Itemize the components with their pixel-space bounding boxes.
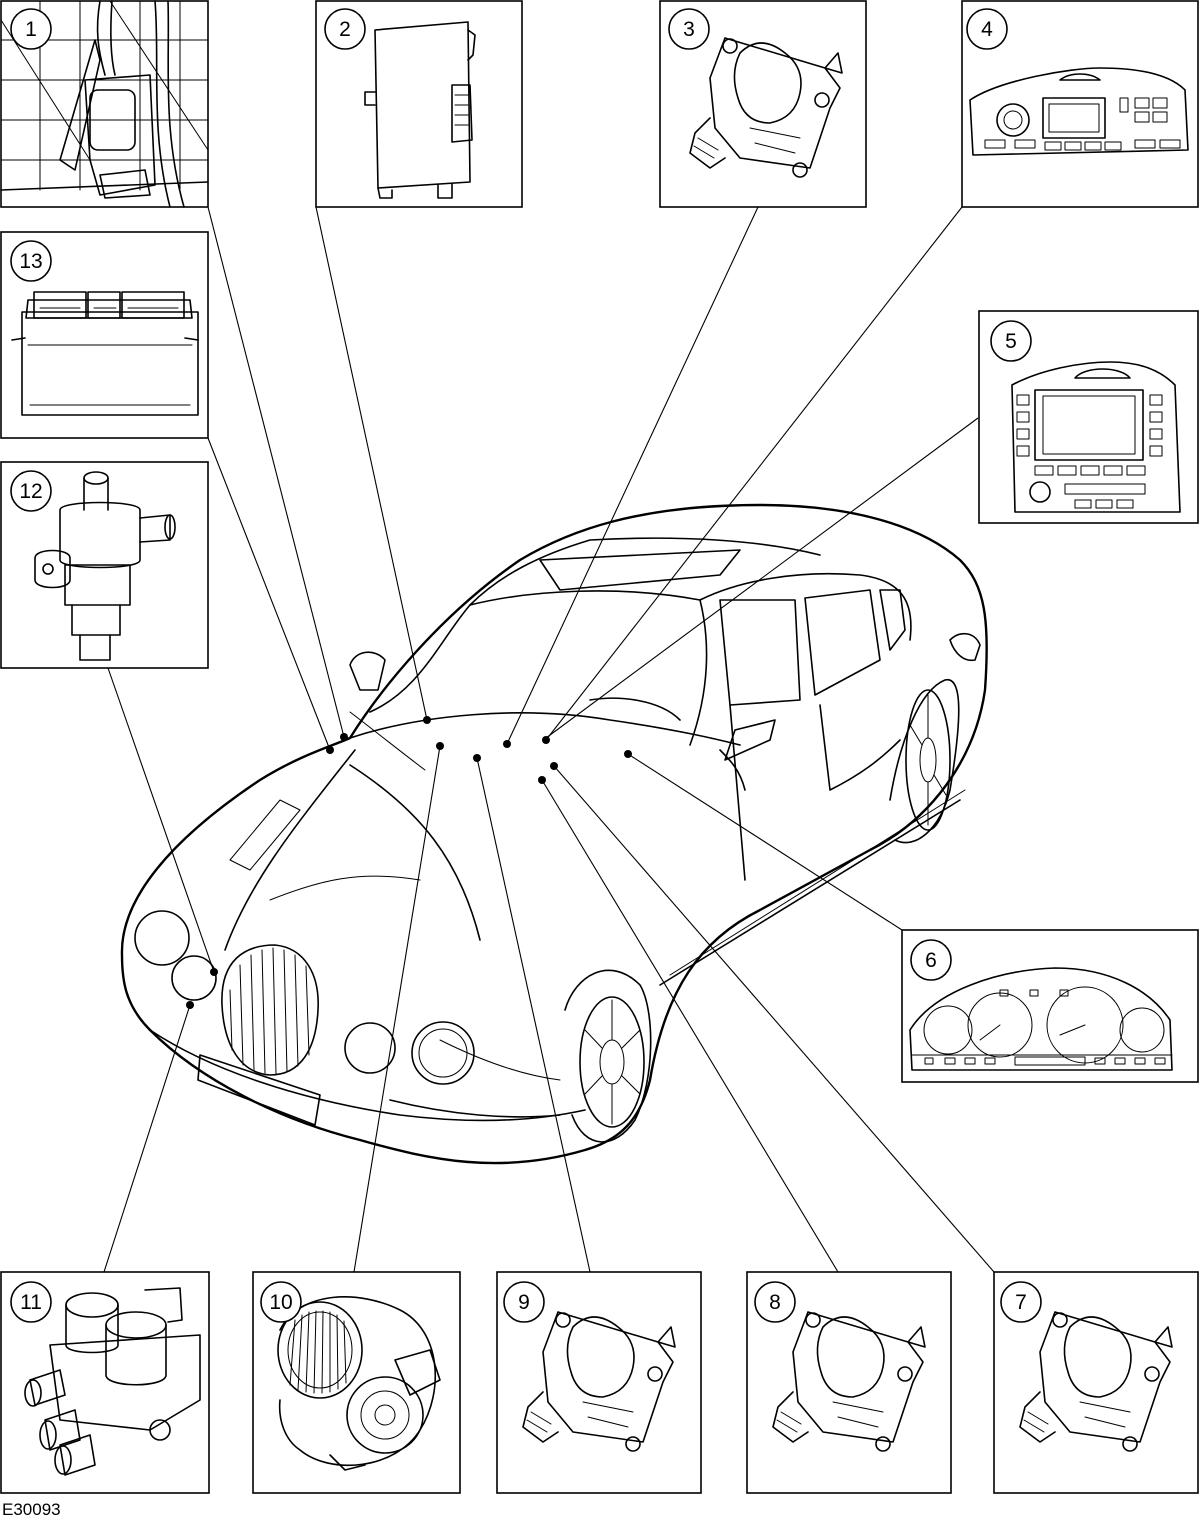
svg-text:7: 7 [1015, 1291, 1027, 1314]
svg-text:4: 4 [981, 18, 993, 41]
callout-3: 3 [668, 8, 710, 50]
callout-12: 12 [10, 470, 52, 512]
svg-text:9: 9 [518, 1291, 530, 1314]
callout-4: 4 [966, 8, 1008, 50]
callout-13: 13 [10, 240, 52, 282]
callout-6: 6 [910, 939, 952, 981]
svg-text:13: 13 [19, 250, 42, 273]
callout-5: 5 [990, 320, 1032, 362]
callout-8: 8 [754, 1281, 796, 1323]
svg-text:1: 1 [25, 18, 37, 41]
panel-6-instrument-cluster [901, 929, 1199, 1083]
svg-text:11: 11 [20, 1291, 42, 1314]
car-illustration [120, 503, 988, 1165]
svg-text:12: 12 [19, 480, 42, 503]
svg-text:3: 3 [683, 18, 695, 41]
svg-text:2: 2 [339, 18, 351, 41]
panel-10-blower-motor [252, 1271, 461, 1494]
leader-lines [103, 206, 995, 1273]
svg-text:8: 8 [769, 1291, 781, 1314]
callout-10: 10 [260, 1281, 302, 1323]
callout-7: 7 [1000, 1281, 1042, 1323]
svg-text:10: 10 [269, 1291, 292, 1314]
svg-text:5: 5 [1005, 330, 1017, 353]
callout-11: 11 [10, 1281, 52, 1323]
callout-1: 1 [10, 8, 52, 50]
figure-id: E30093 [2, 1500, 61, 1519]
svg-text:6: 6 [925, 949, 937, 972]
callout-2: 2 [324, 8, 366, 50]
callout-9: 9 [503, 1281, 545, 1323]
